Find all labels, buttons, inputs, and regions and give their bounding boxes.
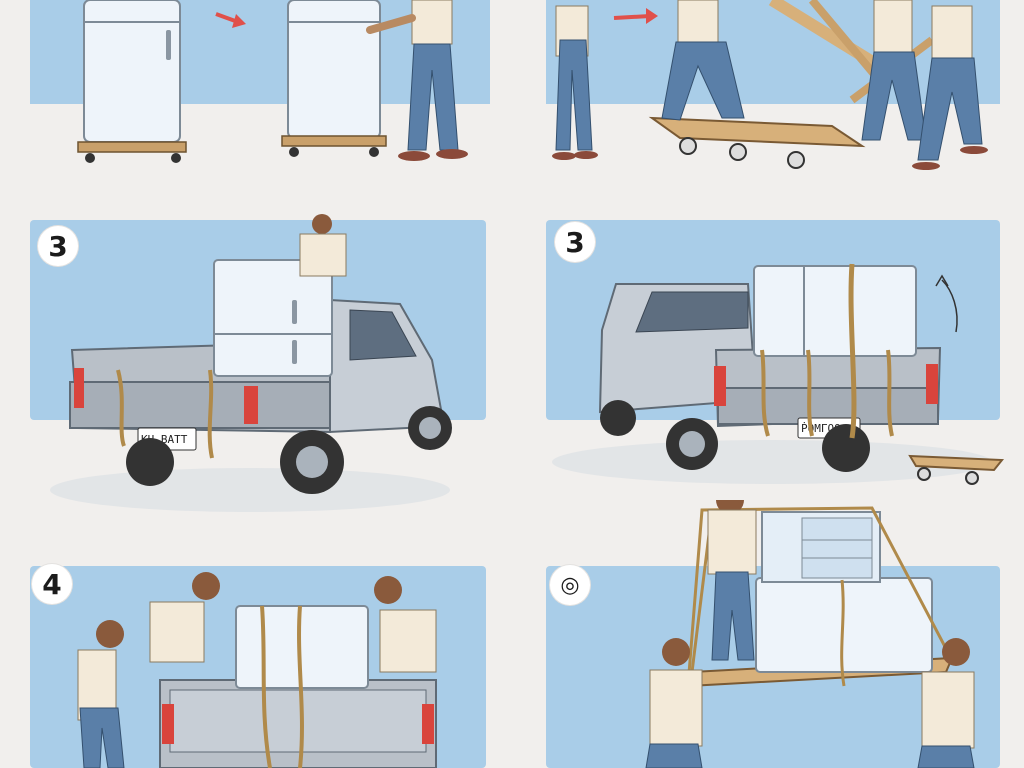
step-number-badge-3b: 3 [555,222,595,262]
step-number-badge-5: ◎ [550,565,590,605]
panel-step-2 [512,0,1024,190]
panel-step-1 [0,0,512,190]
step-number-badge-4: 4 [32,564,72,604]
panel-step-5: ◎ [512,500,1024,768]
step-number-badge-3a: 3 [38,226,78,266]
panel-step-3-loading: КΗ ВАТТ 3 [0,200,512,520]
panel-step-4: 4 [0,540,512,768]
panel-step-3-strapped: ṖОМГОО 3 [512,200,1024,520]
